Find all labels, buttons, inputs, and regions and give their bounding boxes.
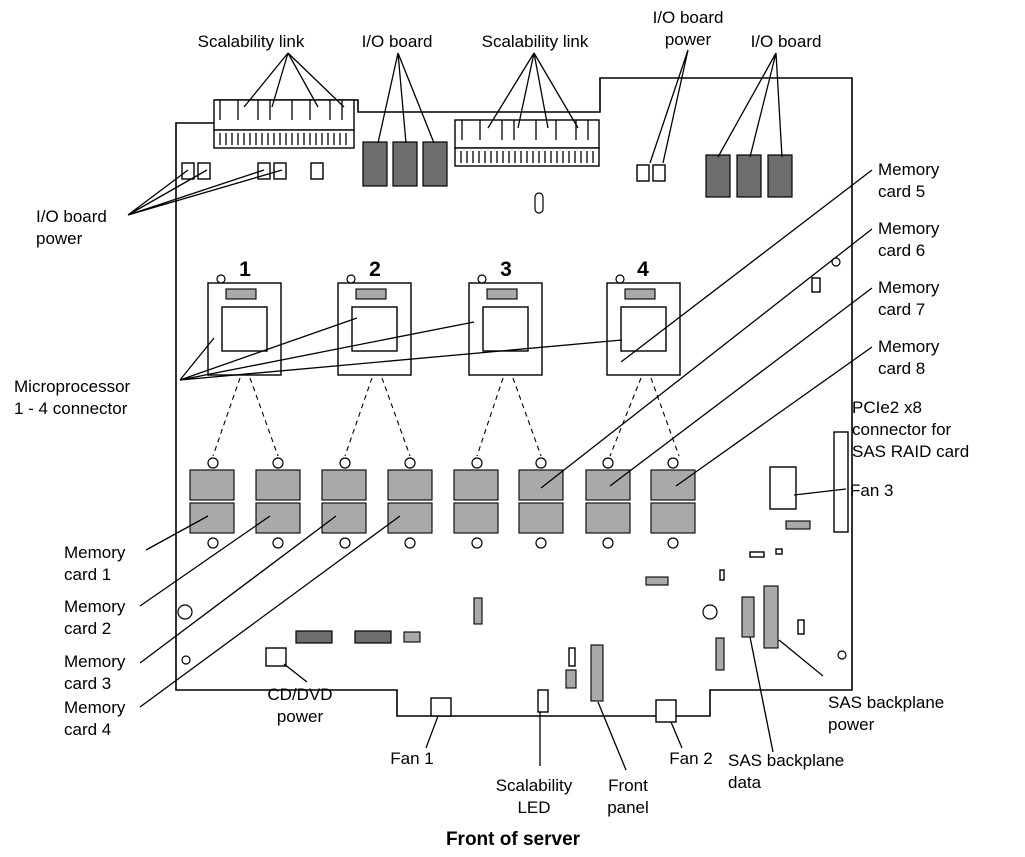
label-scalability-link-right: Scalability link — [482, 32, 589, 51]
label-front-panel-line1: Front — [608, 776, 648, 795]
io-board-connectors-left — [362, 141, 448, 187]
label-memory-card-6-line1: Memory — [878, 219, 940, 238]
label-memory-card-8-line2: card 8 — [878, 359, 925, 378]
label-sas-backplane-power-line1: SAS backplane — [828, 693, 944, 712]
label-memory-card-7-line2: card 7 — [878, 300, 925, 319]
label-scalability-led-line1: Scalability — [496, 776, 573, 795]
board-slot — [534, 192, 544, 214]
microprocessor-socket-1 — [207, 274, 282, 376]
label-fan-3: Fan 3 — [850, 481, 893, 500]
io-board-power-connectors-left — [181, 162, 324, 180]
label-io-board-power-left-line2: power — [36, 229, 83, 248]
cddvd-power-connector — [265, 647, 287, 667]
label-memory-card-3-line2: card 3 — [64, 674, 111, 693]
label-memory-card-5-line1: Memory — [878, 160, 940, 179]
label-memory-card-6-line2: card 6 — [878, 241, 925, 260]
cpu-number-2: 2 — [369, 258, 381, 281]
scalability-link-connector-left — [213, 99, 355, 149]
io-board-connectors-right — [705, 154, 793, 198]
sas-backplane-power-connector — [763, 585, 779, 649]
label-io-board-top-left: I/O board — [362, 32, 433, 51]
fan3-connector — [769, 466, 797, 510]
label-pcie-line2: connector for — [852, 420, 952, 439]
label-memory-card-7-line1: Memory — [878, 278, 940, 297]
label-scalability-link-left: Scalability link — [198, 32, 305, 51]
leader-lines — [127, 49, 873, 771]
footer-front-of-server: Front of server — [446, 829, 581, 850]
label-io-board-power-left-line1: I/O board — [36, 207, 107, 226]
label-pcie-line1: PCIe2 x8 — [852, 398, 922, 417]
label-memory-card-1-line2: card 1 — [64, 565, 111, 584]
label-microprocessor-line1: Microprocessor — [14, 377, 131, 396]
memory-card-connectors — [189, 457, 696, 549]
front-panel-connector — [590, 644, 604, 702]
scalability-led — [537, 689, 549, 713]
label-io-board-top-right: I/O board — [751, 32, 822, 51]
cpu-number-4: 4 — [637, 258, 649, 281]
label-memory-card-5-line2: card 5 — [878, 182, 925, 201]
fan2-connector — [655, 699, 677, 723]
label-memory-card-8-line1: Memory — [878, 337, 940, 356]
fan1-connector — [430, 697, 452, 717]
sas-backplane-data-connector — [741, 596, 755, 638]
label-scalability-led-line2: LED — [517, 798, 550, 817]
cpu-numbers: 1 2 3 4 — [239, 258, 649, 281]
microprocessor-socket-3 — [468, 274, 543, 376]
label-memory-card-1-line1: Memory — [64, 543, 126, 562]
label-fan-2: Fan 2 — [669, 749, 712, 768]
socket-alignment-dashes — [212, 377, 680, 457]
label-cddvd-power-line2: power — [277, 707, 324, 726]
microprocessor-socket-4 — [606, 274, 681, 376]
callout-labels: Scalability link I/O board Scalability l… — [14, 8, 969, 817]
label-memory-card-3-line1: Memory — [64, 652, 126, 671]
label-cddvd-power-line1: CD/DVD — [267, 685, 332, 704]
label-pcie-line3: SAS RAID card — [852, 442, 969, 461]
label-memory-card-4-line2: card 4 — [64, 720, 111, 739]
label-microprocessor-line2: 1 - 4 connector — [14, 399, 128, 418]
label-memory-card-2-line1: Memory — [64, 597, 126, 616]
label-memory-card-2-line2: card 2 — [64, 619, 111, 638]
label-sas-backplane-data-line2: data — [728, 773, 762, 792]
scalability-link-connector-right — [454, 119, 600, 167]
label-fan-1: Fan 1 — [390, 749, 433, 768]
cpu-number-1: 1 — [239, 258, 251, 281]
label-memory-card-4-line1: Memory — [64, 698, 126, 717]
label-sas-backplane-power-line2: power — [828, 715, 875, 734]
pcie-slot — [833, 431, 849, 533]
cpu-number-3: 3 — [500, 258, 512, 281]
misc-components — [177, 257, 847, 689]
label-io-board-power-top-line1: I/O board — [653, 8, 724, 27]
label-io-board-power-top-line2: power — [665, 30, 712, 49]
label-sas-backplane-data-line1: SAS backplane — [728, 751, 844, 770]
io-board-power-connectors-right — [636, 164, 666, 182]
label-front-panel-line2: panel — [607, 798, 649, 817]
